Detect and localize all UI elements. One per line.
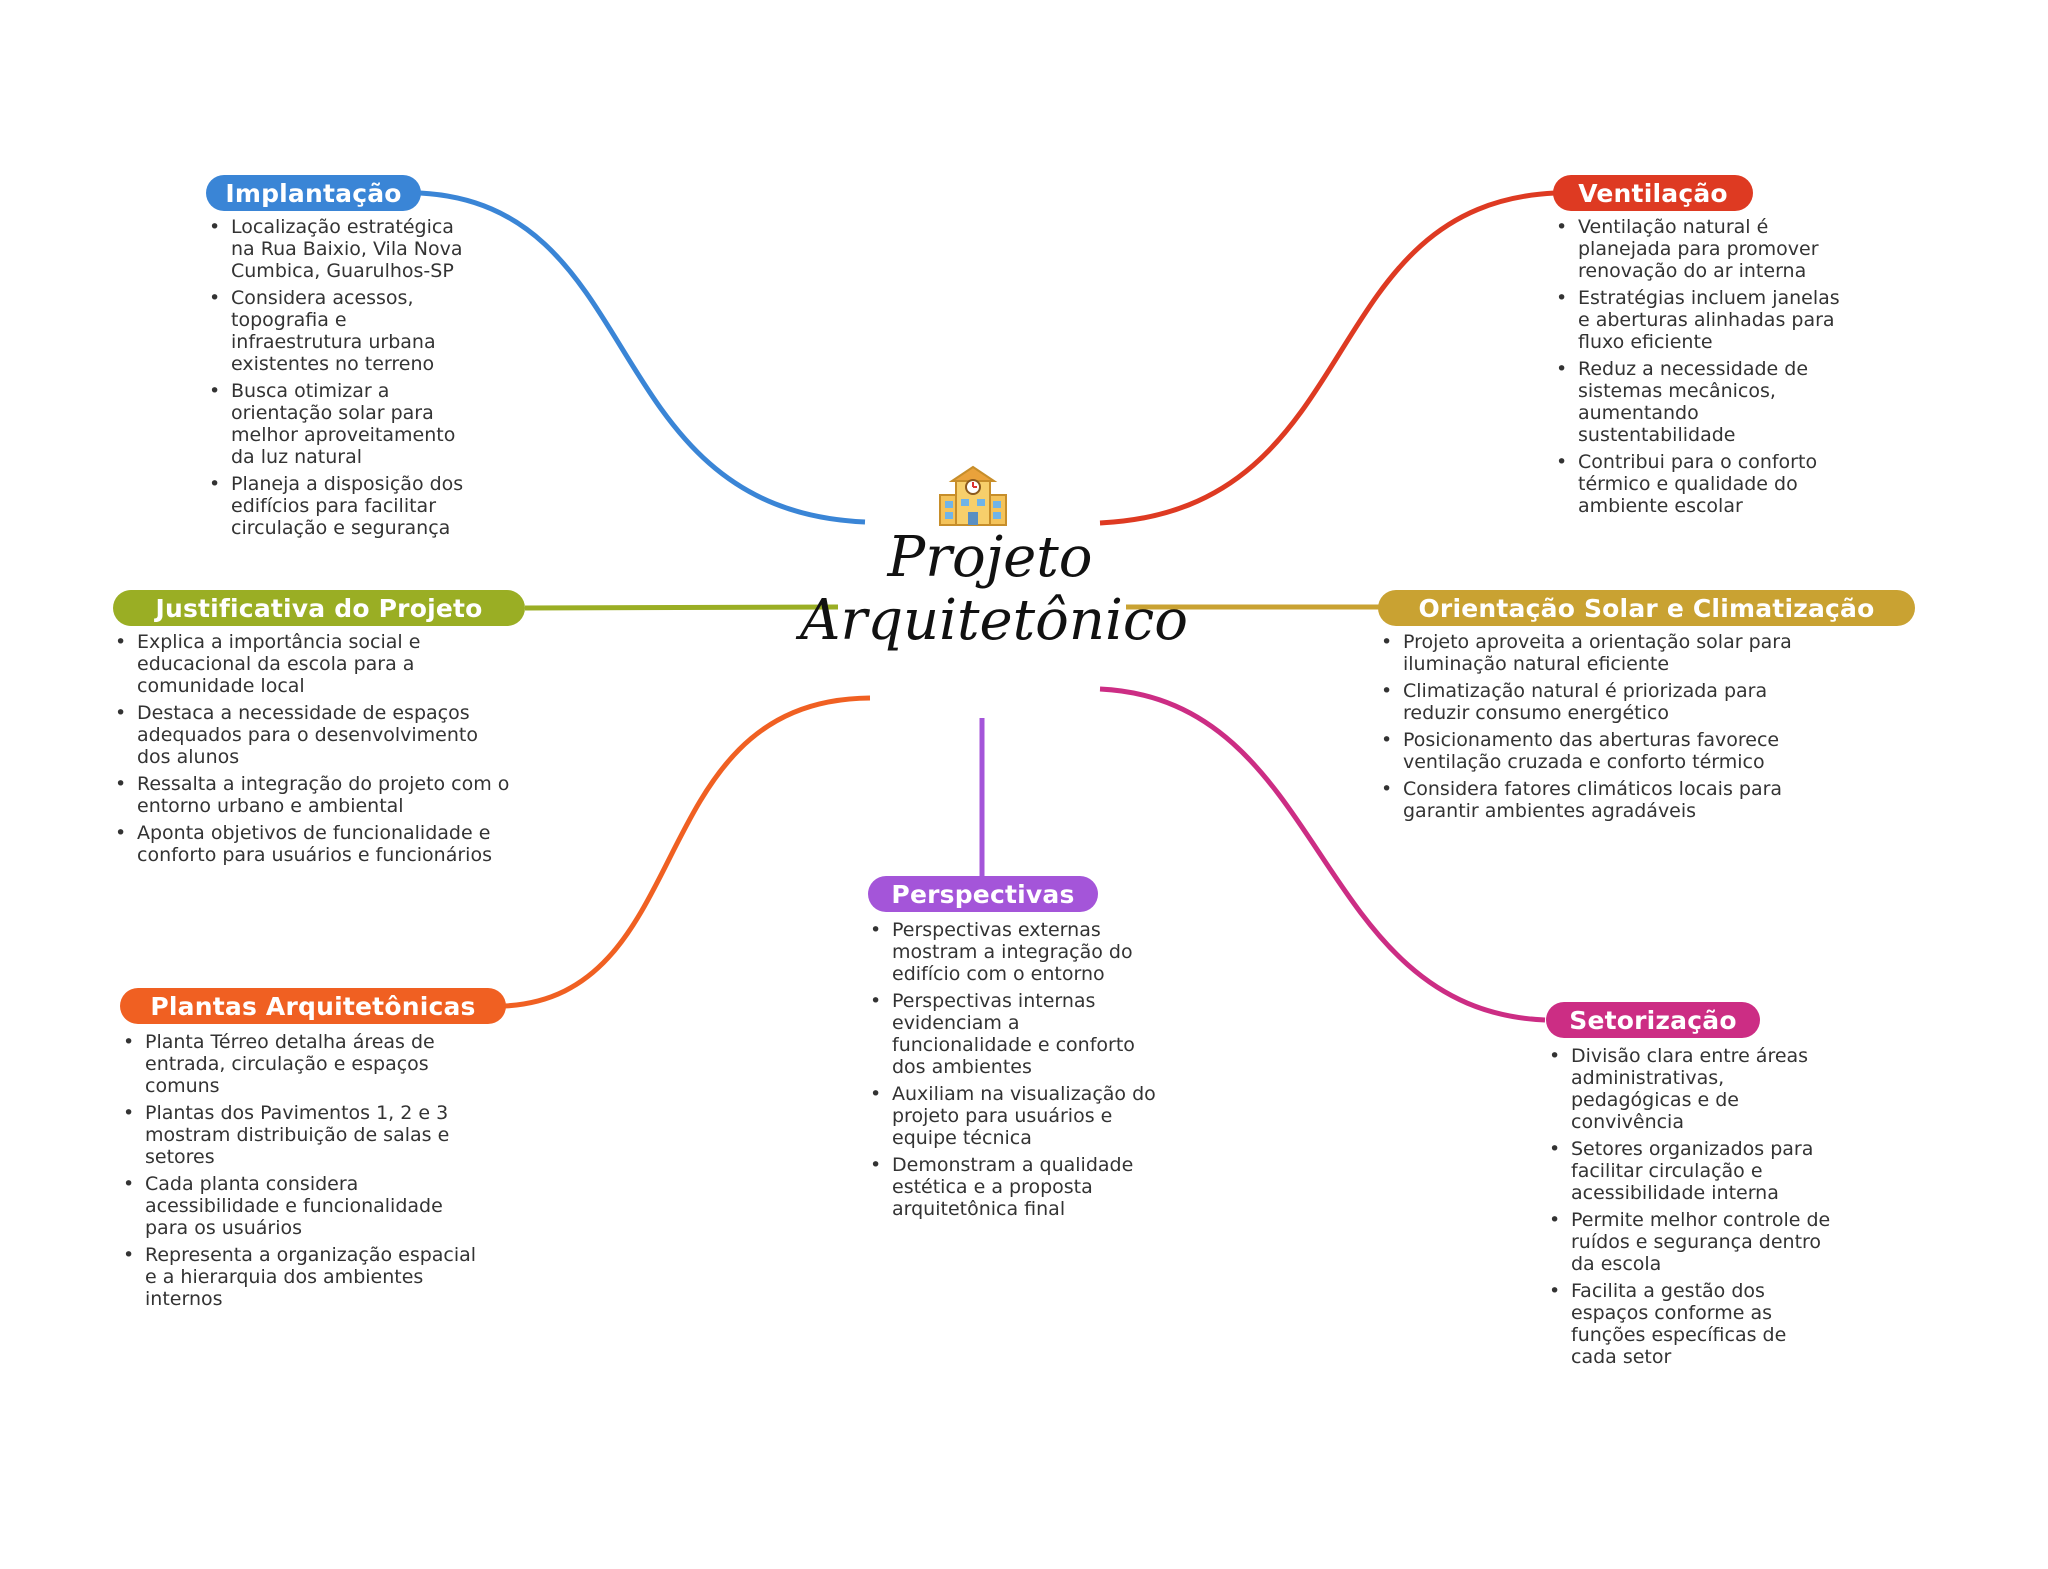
list-item: Considera acessos, topografia e infraest…	[207, 287, 472, 375]
list-item: Considera fatores climáticos locais para…	[1379, 778, 1819, 822]
list-item: Representa a organização espacial e a hi…	[121, 1244, 491, 1310]
connector-setorizacao	[1099, 686, 1546, 1023]
connector-justificativa	[524, 604, 839, 611]
list-item: Facilita a gestão dos espaços conforme a…	[1547, 1280, 1837, 1368]
branch-ventilacao-label[interactable]: Ventilação	[1553, 175, 1753, 211]
connector-plantas	[504, 695, 871, 1009]
list-item: Auxiliam na visualização do projeto para…	[868, 1083, 1158, 1149]
branch-perspectivas-label[interactable]: Perspectivas	[868, 876, 1098, 912]
list-item: Destaca a necessidade de espaços adequad…	[113, 702, 513, 768]
list-item: Localização estratégica na Rua Baixio, V…	[207, 216, 472, 282]
list-item: Ventilação natural é planejada para prom…	[1554, 216, 1844, 282]
branch-plantas-label[interactable]: Plantas Arquitetônicas	[120, 988, 506, 1024]
list-item: Busca otimizar a orientação solar para m…	[207, 380, 472, 468]
connector-ventilacao	[1099, 190, 1556, 526]
list-item: Cada planta considera acessibilidade e f…	[121, 1173, 491, 1239]
list-item: Climatização natural é priorizada para r…	[1379, 680, 1819, 724]
branch-perspectivas-list: Perspectivas externas mostram a integraç…	[868, 919, 1158, 1225]
list-item: Permite melhor controle de ruídos e segu…	[1547, 1209, 1837, 1275]
branch-orientacao-list: Projeto aproveita a orientação solar par…	[1379, 631, 1819, 827]
center-title: Projeto Arquitetônico	[800, 525, 1188, 653]
list-item: Perspectivas internas evidenciam a funci…	[868, 990, 1158, 1078]
list-item: Ressalta a integração do projeto com o e…	[113, 773, 513, 817]
branch-ventilacao-list: Ventilação natural é planejada para prom…	[1554, 216, 1844, 522]
list-item: Reduz a necessidade de sistemas mecânico…	[1554, 358, 1844, 446]
connector-implantacao	[419, 190, 866, 525]
list-item: Aponta objetivos de funcionalidade e con…	[113, 822, 513, 866]
list-item: Estratégias incluem janelas e aberturas …	[1554, 287, 1844, 353]
list-item: Projeto aproveita a orientação solar par…	[1379, 631, 1819, 675]
list-item: Explica a importância social e educacion…	[113, 631, 513, 697]
branch-setorizacao-label[interactable]: Setorização	[1546, 1002, 1760, 1038]
list-item: Setores organizados para facilitar circu…	[1547, 1138, 1837, 1204]
school-building-icon	[939, 465, 1007, 526]
list-item: Contribui para o conforto térmico e qual…	[1554, 451, 1844, 517]
list-item: Perspectivas externas mostram a integraç…	[868, 919, 1158, 985]
list-item: Divisão clara entre áreas administrativa…	[1547, 1045, 1837, 1133]
list-item: Posicionamento das aberturas favorece ve…	[1379, 729, 1819, 773]
list-item: Planeja a disposição dos edifícios para …	[207, 473, 472, 539]
branch-orientacao-label[interactable]: Orientação Solar e Climatização	[1378, 590, 1915, 626]
branch-plantas-list: Planta Térreo detalha áreas de entrada, …	[121, 1031, 491, 1315]
list-item: Demonstram a qualidade estética e a prop…	[868, 1154, 1158, 1220]
list-item: Plantas dos Pavimentos 1, 2 e 3 mostram …	[121, 1102, 491, 1168]
branch-setorizacao-list: Divisão clara entre áreas administrativa…	[1547, 1045, 1837, 1373]
branch-justificativa-label[interactable]: Justificativa do Projeto	[113, 590, 525, 626]
list-item: Planta Térreo detalha áreas de entrada, …	[121, 1031, 491, 1097]
branch-implantacao-list: Localização estratégica na Rua Baixio, V…	[207, 216, 472, 544]
branch-justificativa-list: Explica a importância social e educacion…	[113, 631, 513, 871]
branch-implantacao-label[interactable]: Implantação	[206, 175, 421, 211]
